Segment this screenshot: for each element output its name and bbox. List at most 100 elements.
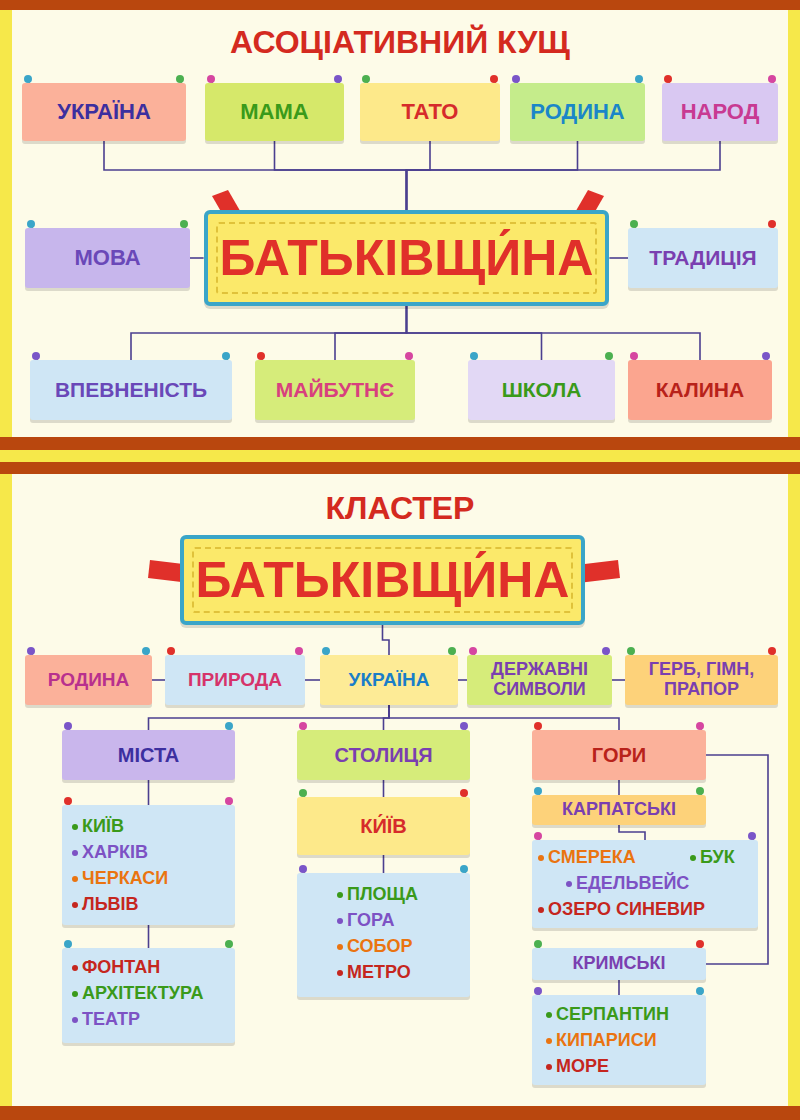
concept-text: МАМА — [240, 100, 308, 124]
concept-text: МІСТА — [118, 744, 180, 766]
connector-line — [609, 257, 628, 259]
connector-line — [131, 306, 406, 360]
bullet-dot — [337, 970, 343, 976]
concept-box: ПРИРОДА — [165, 655, 305, 705]
connector-line — [406, 141, 720, 210]
connector-line — [152, 679, 165, 681]
central-concept-text: БАТЬКІВЩИ́НА — [220, 231, 594, 286]
connector-line — [619, 825, 645, 840]
concept-text: УКРАЇНА — [57, 100, 151, 124]
list-item-text: ОЗЕРО СИНЕВИР — [548, 900, 705, 920]
list-item-text: ЧЕРКАСИ — [82, 869, 168, 889]
list-box: КИЇВ ХАРКІВ ЧЕРКАСИ ЛЬВІВ — [62, 805, 235, 925]
list-item: КИЇВ — [72, 817, 124, 837]
list-item: ГОРА — [337, 911, 394, 931]
connector-line — [382, 625, 389, 655]
list-item-text: МЕТРО — [347, 963, 411, 983]
connector-line — [383, 855, 385, 873]
connector-line — [190, 257, 204, 259]
bullet-dot — [566, 881, 572, 887]
concept-text: КАЛИНА — [656, 378, 744, 401]
list-item-text: КИПАРИСИ — [556, 1031, 657, 1051]
list-item-text: ГОРА — [347, 911, 394, 931]
connector-line — [612, 679, 625, 681]
concept-box: СТОЛИЦЯ — [297, 730, 470, 780]
list-item-text: МОРЕ — [556, 1057, 609, 1077]
list-item-text: БУК — [700, 848, 735, 868]
connector-line — [149, 705, 390, 730]
connector-line — [406, 141, 430, 210]
concept-box: ГОРИ — [532, 730, 706, 780]
connector-line — [383, 780, 385, 797]
concept-text: НАРОД — [681, 100, 760, 124]
concept-text: ТАТО — [402, 100, 459, 124]
concept-box: ГЕРБ, ГІМН, ПРАПОР — [625, 655, 778, 705]
connector-line — [406, 141, 577, 210]
connector-line — [148, 925, 150, 948]
list-box: ФОНТАН АРХІТЕКТУРА ТЕАТР — [62, 948, 235, 1043]
connector-line — [104, 141, 406, 210]
connector-line — [335, 306, 406, 360]
concept-box: ВПЕВНЕНІСТЬ — [30, 360, 232, 420]
list-item-text: ПЛОЩА — [347, 885, 418, 905]
concept-box: КИ́ЇВ — [297, 797, 470, 855]
concept-text: КРИМСЬКІ — [573, 954, 666, 974]
list-item: АРХІТЕКТУРА — [72, 984, 203, 1004]
list-item: БУК — [690, 848, 735, 868]
concept-box: РОДИНА — [510, 83, 645, 141]
concept-box: МАМА — [205, 83, 344, 141]
bullet-dot — [690, 855, 696, 861]
connector-line — [458, 679, 467, 681]
connector-line — [618, 780, 620, 795]
list-item: ЛЬВІВ — [72, 895, 139, 915]
list-item-text: ТЕАТР — [82, 1010, 140, 1030]
list-item: ЧЕРКАСИ — [72, 869, 168, 889]
concept-box: ТРАДИЦІЯ — [628, 228, 778, 288]
concept-box: КАРПАТСЬКІ — [532, 795, 706, 825]
bullet-dot — [72, 1017, 78, 1023]
bullet-dot — [72, 991, 78, 997]
concept-box: КАЛИНА — [628, 360, 772, 420]
concept-text: ГЕРБ, ГІМН, ПРАПОР — [631, 660, 772, 700]
concept-text: МАЙБУТНЄ — [276, 378, 394, 401]
central-concept-box: БАТЬКІВЩИ́НА — [180, 535, 586, 625]
connector-line — [148, 780, 150, 805]
list-item-text: ЕДЕЛЬВЕЙС — [576, 874, 689, 894]
bullet-dot — [546, 1038, 552, 1044]
list-item: ХАРКІВ — [72, 843, 148, 863]
bullet-dot — [337, 892, 343, 898]
list-item-text: АРХІТЕКТУРА — [82, 984, 203, 1004]
connector-line — [305, 679, 320, 681]
bullet-dot — [546, 1064, 552, 1070]
connector-line — [389, 705, 619, 730]
list-item: МОРЕ — [546, 1057, 609, 1077]
list-item: СОБОР — [337, 937, 413, 957]
list-item-text: СОБОР — [347, 937, 413, 957]
central-concept-text: БАТЬКІВЩИ́НА — [196, 553, 570, 608]
list-item: СЕРПАНТИН — [546, 1005, 669, 1025]
panel-title: КЛАСТЕР — [0, 490, 800, 527]
bullet-dot — [72, 965, 78, 971]
concept-box: УКРАЇНА — [320, 655, 458, 705]
bullet-dot — [337, 944, 343, 950]
list-item-text: КИЇВ — [82, 817, 124, 837]
list-box: СЕРПАНТИН КИПАРИСИ МОРЕ — [532, 995, 706, 1085]
concept-text: РОДИНА — [48, 670, 130, 691]
concept-box: ТАТО — [360, 83, 500, 141]
concept-text: ГОРИ — [592, 744, 646, 766]
concept-box: КРИМСЬКІ — [532, 948, 706, 980]
list-item: ФОНТАН — [72, 958, 160, 978]
list-box: ПЛОЩА ГОРА СОБОР МЕТРО — [297, 873, 470, 997]
bullet-dot — [546, 1012, 552, 1018]
list-item: ТЕАТР — [72, 1010, 140, 1030]
connector-line — [384, 705, 390, 730]
list-item: СМЕРЕКА — [538, 848, 636, 868]
list-item: ЕДЕЛЬВЕЙС — [566, 874, 689, 894]
central-concept-box: БАТЬКІВЩИ́НА — [204, 210, 610, 306]
bullet-dot — [538, 855, 544, 861]
concept-text: ДЕРЖАВНІ СИМВОЛИ — [473, 660, 606, 700]
concept-text: РОДИНА — [530, 100, 624, 124]
concept-box: НАРОД — [662, 83, 778, 141]
connector-line — [275, 141, 407, 210]
list-item-text: ФОНТАН — [82, 958, 160, 978]
